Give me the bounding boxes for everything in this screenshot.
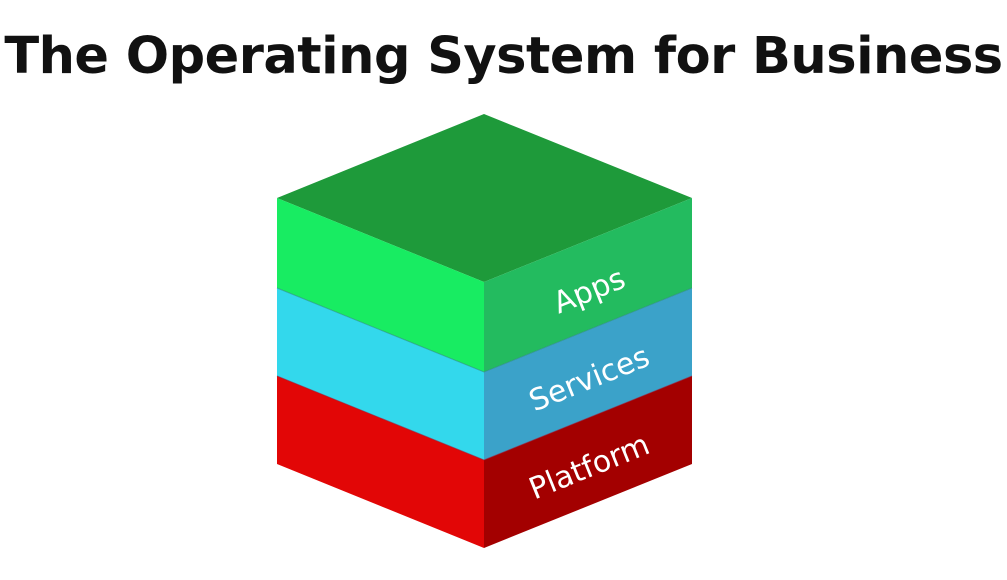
- platform-right-face: [484, 376, 692, 548]
- page-title: The Operating System for Business: [4, 27, 1003, 86]
- services-right-face: [484, 288, 692, 460]
- apps-top-face: [277, 114, 692, 282]
- platform-left-face: [277, 376, 484, 548]
- apps-left-face: [277, 198, 484, 372]
- divider-apps-services: [276, 287, 693, 373]
- services-left-face: [277, 288, 484, 460]
- apps-right-face: [484, 198, 692, 372]
- divider-services-platform: [276, 375, 693, 461]
- layer-platform: Platform: [277, 376, 692, 548]
- layer-apps: Apps: [277, 114, 692, 372]
